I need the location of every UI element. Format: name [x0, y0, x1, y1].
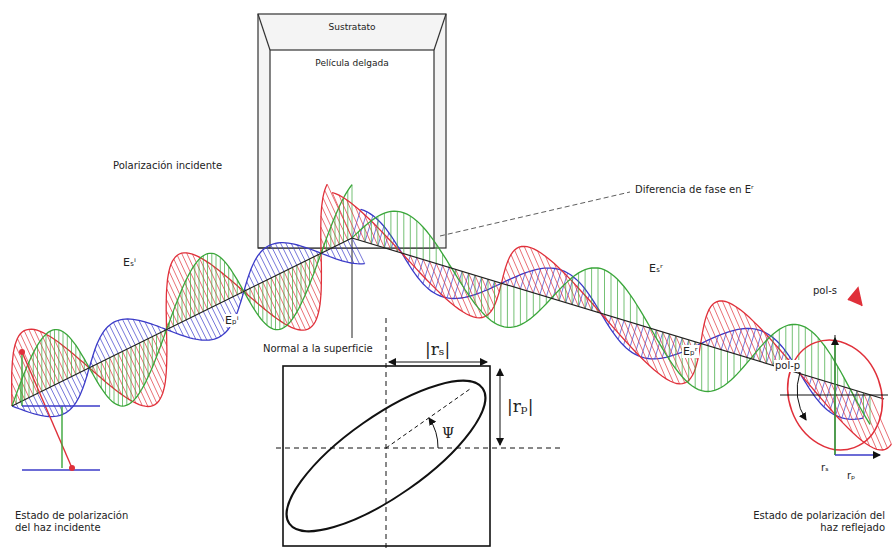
incident-state [19, 349, 100, 471]
reflected-axis [352, 238, 884, 399]
field-label: Eₚʳ [682, 345, 699, 358]
axis-label: Normal a la superficie [262, 343, 374, 355]
reflected-state [773, 288, 893, 463]
magnitude-label: |rₛ| [424, 339, 451, 359]
substrate-box: SustratatoPelícula delgada [258, 14, 446, 248]
state-caption: Estado de polarización del haz incidente [14, 510, 146, 534]
state-caption: Estado de polarización del haz reflejado [742, 510, 886, 534]
wave-hatch [12, 238, 365, 417]
angle-label: Ψ [441, 425, 455, 442]
field-label: Eₛⁱ [122, 256, 137, 269]
wave-curve [12, 243, 365, 417]
field-label: Eₚⁱ [224, 314, 240, 327]
wave-curve [12, 184, 328, 406]
wave-curve [12, 185, 352, 406]
axis-label: pol-s [812, 285, 838, 297]
node-label: Película delgada [270, 58, 434, 68]
leader-line [440, 192, 630, 236]
wave-group [12, 184, 892, 450]
wave-hatch [12, 185, 352, 406]
surface-normal [352, 238, 353, 338]
axis-label: pol-p [774, 360, 801, 372]
thin-film-box: Película delgada [270, 50, 434, 248]
axis-label: rₛ [820, 462, 830, 474]
wave-hatch [352, 211, 870, 424]
incident-axis [12, 238, 352, 406]
wave-label: Polarización incidente [112, 160, 223, 172]
magnitude-label: |rₚ| [506, 396, 534, 416]
wave-curve [332, 193, 891, 451]
phase-label: Diferencia de fase en Eʳ [634, 184, 755, 196]
field-label: Eₛʳ [648, 262, 664, 275]
axis-label: rₚ [846, 470, 856, 482]
wave-hatch [332, 193, 891, 451]
substrate-frame [258, 14, 446, 248]
node-label: Sustratato [258, 22, 446, 32]
wave-curve [352, 211, 870, 424]
wave-hatch [12, 184, 352, 406]
